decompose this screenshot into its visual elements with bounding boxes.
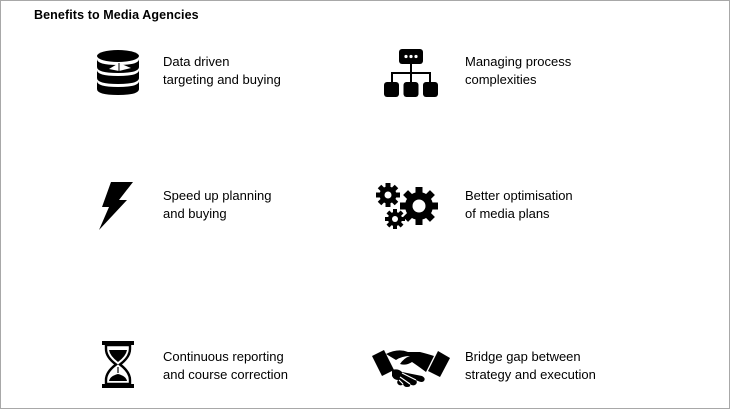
benefit-line2: of media plans (465, 206, 550, 221)
benefit-line1: Speed up planning (163, 188, 272, 203)
benefit-line2: and buying (163, 206, 227, 221)
benefit-line2: strategy and execution (465, 367, 596, 382)
slide-title: Benefits to Media Agencies (34, 8, 199, 22)
gears-icon (376, 183, 438, 229)
benefit-line2: and course correction (163, 367, 289, 382)
database-icon (97, 50, 139, 95)
benefit-line2: complexities (465, 72, 537, 87)
benefit-line1: Managing process (465, 54, 572, 69)
benefit-line1: Better optimisation (465, 188, 573, 203)
handshake-icon (372, 350, 450, 387)
benefit-line1: Continuous reporting (163, 349, 284, 364)
hierarchy-icon (384, 49, 438, 97)
benefit-line2: targeting and buying (163, 72, 281, 87)
hourglass-icon (102, 341, 134, 388)
benefit-line1: Bridge gap between (465, 349, 581, 364)
benefit-line1: Data driven (163, 54, 230, 69)
lightning-icon (99, 182, 133, 230)
